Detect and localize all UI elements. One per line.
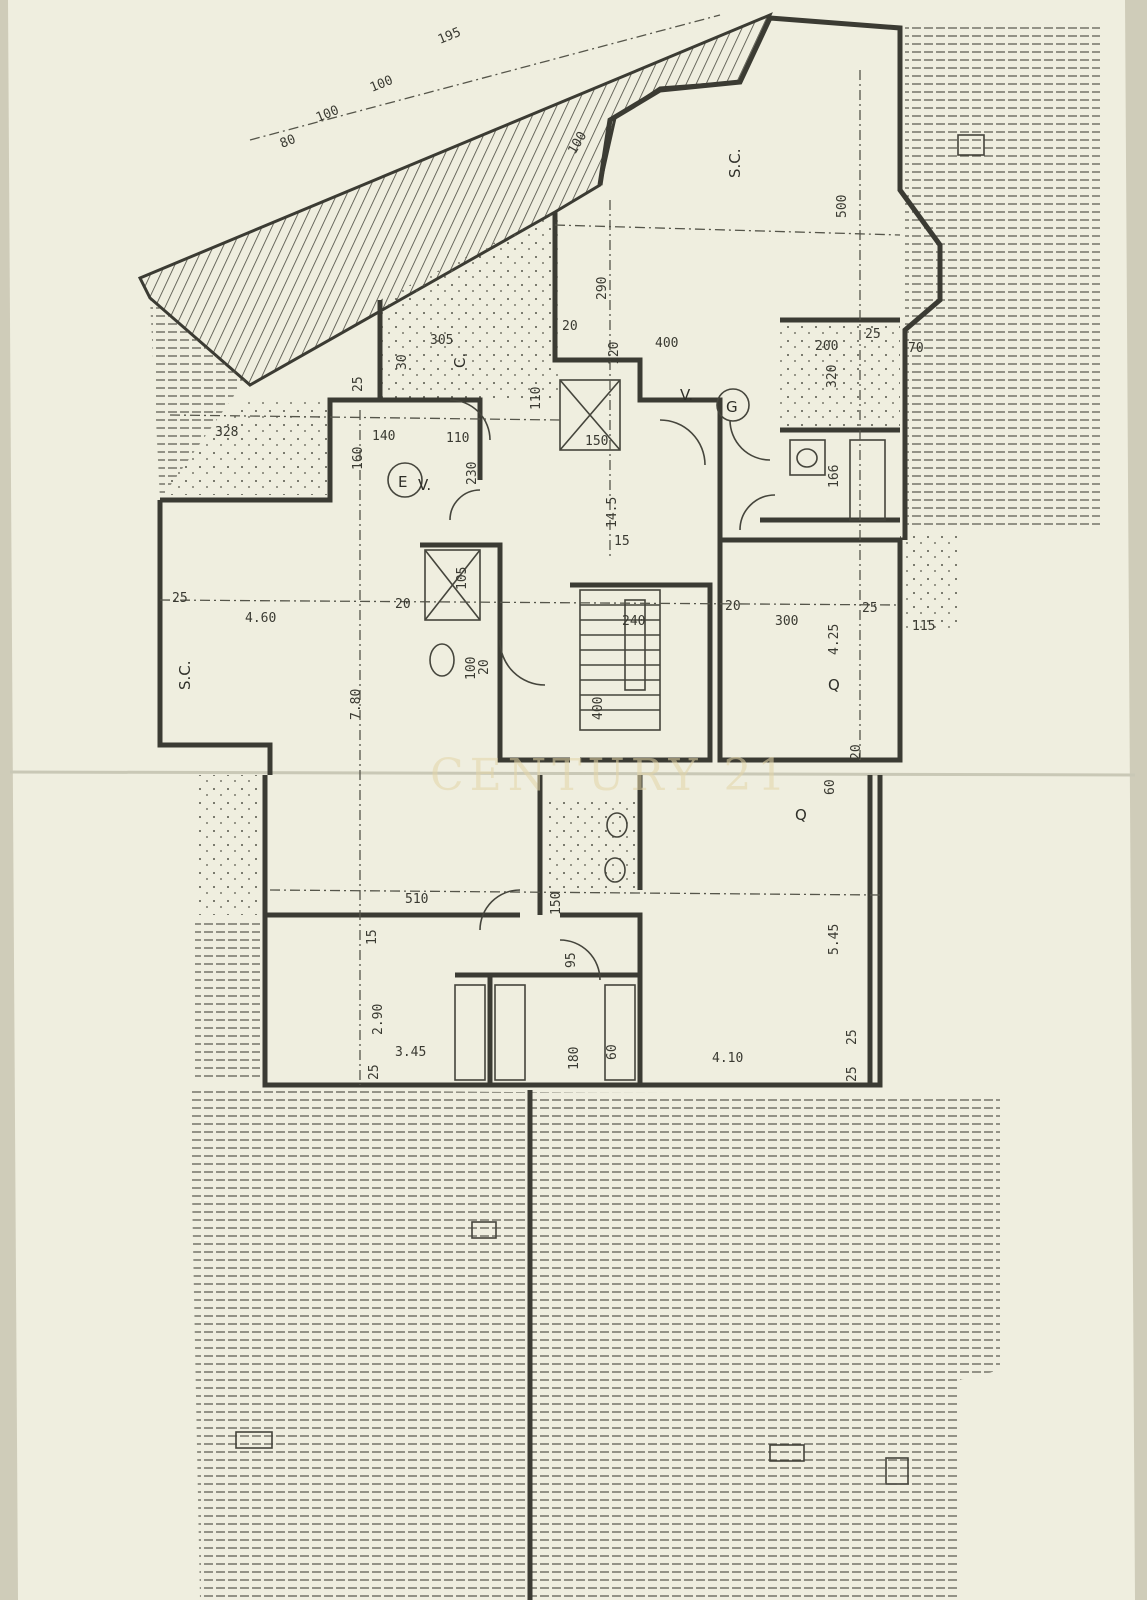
room-label: V. [418,476,431,494]
dimension: 70 [908,341,924,356]
room-label: V. [680,386,693,404]
dimension: 320 [825,365,840,388]
dimension: 160 [351,447,366,470]
dimension: 400 [655,336,678,351]
elevator-shafts [424,379,621,621]
entrance-marker-g [716,388,750,422]
dimension: 290 [595,277,610,300]
bath-floor [780,320,900,430]
dimension: 400 [591,697,606,720]
dimension: 20 [395,597,411,612]
door-swings [449,399,776,981]
dimension: 20 [562,319,578,334]
dimension: 25 [172,591,188,606]
dimension: 120 [607,342,622,365]
entrance-marker-e [387,462,423,498]
dimension: 166 [827,465,842,488]
dimension: 60 [605,1044,620,1060]
room-label: Q [795,806,807,824]
room-label: Q [828,676,840,694]
room-label: S.C. [176,660,194,690]
dimension: 15 [365,929,380,945]
dimension: 20 [477,659,492,675]
dimension: 30 [395,354,410,370]
balcony-floor-lower-left [195,775,260,915]
dimension: 5.45 [827,924,842,955]
walls [157,15,943,1088]
dimension: 20 [849,744,864,760]
dimension: 25 [865,327,881,342]
dimension: 3.45 [395,1045,426,1060]
dimension: 25 [845,1066,860,1082]
dimension: 115 [912,619,935,634]
dimension: 110 [529,387,544,410]
entrance-label: G [726,398,738,416]
dimension: 14.5 [605,497,620,528]
dimension-lines [159,14,901,1085]
dimension: 80 [278,132,298,152]
wc-floor [545,800,640,890]
roof-vent [235,1431,273,1449]
dimension: 110 [446,431,469,446]
dimension: 510 [405,892,428,907]
kitchen-floor [170,400,330,495]
sanitary-fixtures [429,439,886,1081]
dimension: 2.90 [371,1004,386,1035]
dimension: 200 [815,339,838,354]
dimension: 4.60 [245,611,276,626]
watermark: CENTURY 21 [430,750,792,801]
balcony-floor-right [900,535,960,630]
dimension: 328 [215,425,238,440]
dimension: 95 [564,952,579,968]
roof-vent [471,1221,497,1239]
dimension-labels: 80 100 100 195 100 500 290 20 305 400 20… [172,25,935,1082]
paper-fold [9,770,1136,777]
dimension: 25 [367,1064,382,1080]
dimension: 25 [862,601,878,616]
dimension: 25 [845,1029,860,1045]
laundry-floor [380,210,560,400]
terrace-hatch-lower-left [195,920,260,1080]
dimension: 240 [622,614,645,629]
dimension: 150 [549,892,564,915]
dimension: 105 [455,567,470,590]
dimension: 4.25 [827,624,842,655]
dimension: 15 [614,534,630,549]
terrace-hatch-left [150,300,245,500]
roof-vent [957,134,985,156]
terrace-hatch-right [905,25,1100,530]
dimension: 4.10 [712,1051,743,1066]
dimension: 20 [725,599,741,614]
dimension: 150 [585,434,608,449]
dimension: 7.80 [349,689,364,720]
room-label: S.C. [726,148,744,178]
dimension: 230 [465,462,480,485]
dimension: 140 [372,429,395,444]
room-label: C. [451,353,469,368]
dimension: 25 [351,376,366,392]
roof-hatch-bottom [190,1090,1000,1600]
dimension: 305 [430,333,453,348]
dimension: 500 [835,195,850,218]
roof-vent [769,1444,805,1462]
dimension: 300 [775,614,798,629]
entrance-label: E [398,473,407,491]
dimension: 60 [823,779,838,795]
dimension: 180 [567,1047,582,1070]
roof-vent [885,1457,909,1485]
dimension: 100 [464,657,479,680]
staircase [579,589,661,731]
